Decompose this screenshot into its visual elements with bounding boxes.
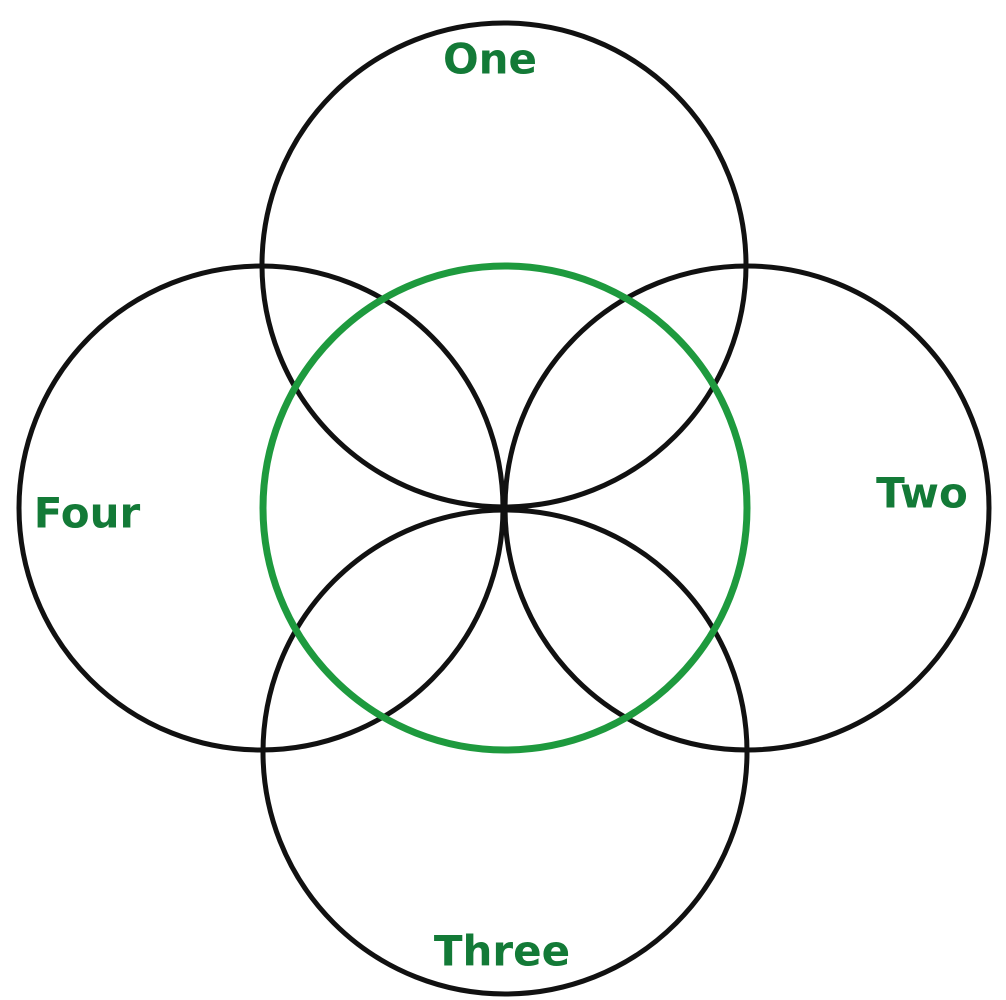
center-circle [259, 262, 751, 754]
label-two: Two [876, 469, 968, 518]
circle-four [16, 263, 506, 753]
label-four: Four [34, 489, 141, 538]
label-three: Three [434, 927, 570, 976]
label-one: One [443, 35, 537, 84]
